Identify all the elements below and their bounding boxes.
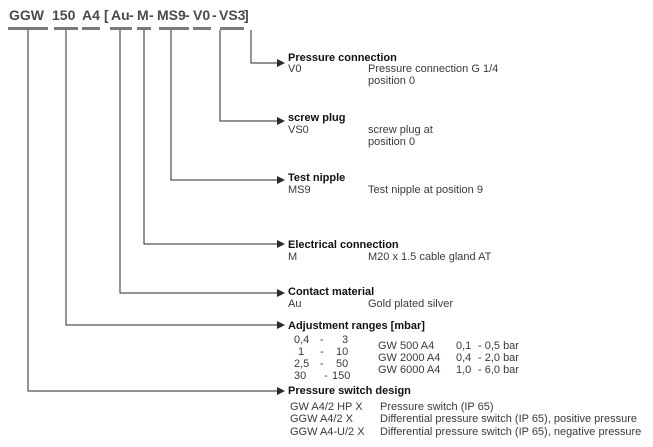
screw-plug-title: screw plug: [288, 112, 346, 124]
range-to: 150: [332, 370, 351, 382]
electrical-connection-code: M: [288, 251, 298, 263]
code-underline: [159, 27, 189, 30]
range-sep: -: [320, 334, 324, 346]
range-from: 2,5: [294, 358, 310, 370]
model-name: GW 500 A4: [378, 340, 435, 352]
range-sep: -: [320, 358, 324, 370]
connector-electrical-connection: [143, 30, 285, 248]
switch-design-code: GGW A4/2 X: [290, 413, 353, 425]
pressure-connection-title: Pressure connection: [288, 52, 397, 64]
model-name: GW 6000 A4: [378, 364, 441, 376]
pressure-connection-code: V0: [288, 63, 302, 75]
switch-design-code: GW A4/2 HP X: [290, 401, 363, 413]
code-part-electrical: M: [137, 7, 149, 23]
model-range-to: - 2,0 bar: [478, 352, 519, 364]
range-sep: -: [320, 346, 324, 358]
code-underline: [82, 27, 100, 30]
switch-design-desc: Pressure switch (IP 65): [380, 401, 494, 413]
model-name: GW 2000 A4: [378, 352, 441, 364]
code-underline: [220, 27, 244, 30]
model-range-to: - 0,5 bar: [478, 340, 519, 352]
range-to: 10: [336, 346, 349, 358]
code-part-range: 150: [52, 7, 76, 23]
code-underline: [193, 27, 211, 30]
code-underline: [8, 27, 48, 30]
model-range-to: - 6,0 bar: [478, 364, 519, 376]
contact-material-title: Contact material: [288, 286, 375, 298]
screw-plug-desc-2: position 0: [368, 136, 416, 148]
code-dash: -: [212, 7, 217, 23]
range-to: 3: [342, 334, 349, 346]
range-from: 30: [294, 370, 307, 382]
range-to: 50: [336, 358, 349, 370]
code-part-nipple: MS9: [157, 7, 186, 23]
code-dash: -: [129, 7, 134, 23]
connector-adjustment-ranges: [65, 30, 285, 329]
code-part-series: GGW: [9, 7, 44, 23]
code-part-contact: Au: [111, 7, 130, 23]
connector-pressure-switch-design: [27, 30, 285, 395]
pressure-connection-desc: Pressure connection G 1/4: [368, 63, 499, 75]
electrical-connection-desc: M20 x 1.5 cable gland AT: [368, 251, 492, 263]
switch-design-code: GGW A4-U/2 X: [290, 426, 365, 438]
contact-material-code: Au: [288, 298, 302, 310]
code-underline: [54, 27, 78, 30]
model-range-from: 0,1: [456, 340, 472, 352]
test-nipple-desc: Test nipple at position 9: [368, 184, 483, 196]
screw-plug-code: VS0: [288, 124, 309, 136]
test-nipple-title: Test nipple: [288, 172, 346, 184]
code-part-type: A4: [82, 7, 100, 23]
code-part-plug: VS3: [219, 7, 246, 23]
electrical-connection-title: Electrical connection: [288, 239, 399, 251]
range-from: 1: [298, 346, 305, 358]
connector-pressure-connection: [250, 30, 285, 67]
model-range-from: 0,4: [456, 352, 472, 364]
range-from: 0,4: [294, 334, 310, 346]
code-bracket-close: ]: [244, 7, 249, 23]
adjustment-ranges-title: Adjustment ranges [mbar]: [288, 320, 425, 332]
code-part-connection: V0: [193, 7, 211, 23]
test-nipple-code: MS9: [288, 184, 311, 196]
pressure-switch-design-title: Pressure switch design: [288, 385, 411, 397]
code-underline: [137, 27, 151, 30]
model-range-from: 1,0: [456, 364, 472, 376]
connector-test-nipple: [170, 30, 285, 184]
code-dash: -: [149, 7, 154, 23]
connector-contact-material: [119, 30, 285, 297]
switch-design-desc: Differential pressure switch (IP 65), ne…: [380, 426, 642, 438]
code-underline: [110, 27, 132, 30]
pressure-connection-desc-2: position 0: [368, 75, 416, 87]
range-sep: -: [324, 370, 328, 382]
switch-design-desc: Differential pressure switch (IP 65), po…: [380, 413, 637, 425]
code-dash: -: [185, 7, 190, 23]
connector-screw-plug: [219, 30, 285, 125]
screw-plug-desc: screw plug at: [368, 124, 433, 136]
code-bracket-open: [: [104, 7, 109, 23]
contact-material-desc: Gold plated silver: [368, 298, 453, 310]
